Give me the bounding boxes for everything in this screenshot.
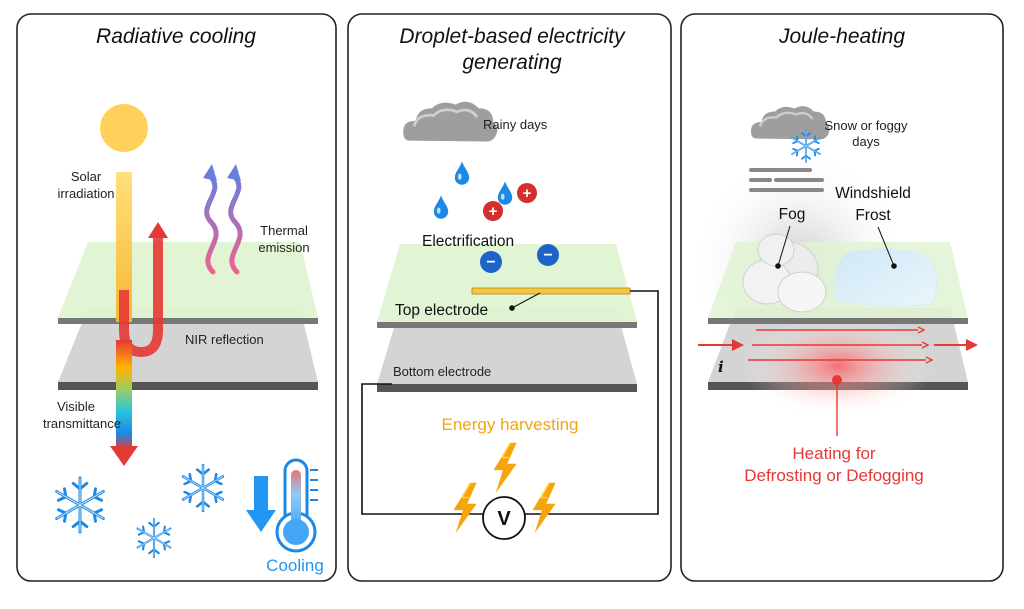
panel-radiative-cooling: Radiative cooling Solar irradiation Ther… (16, 13, 337, 582)
voltmeter-icon: V (482, 496, 526, 540)
pointer-dot (509, 305, 515, 311)
current-lines (748, 326, 934, 364)
thermal-emission-waves (204, 173, 243, 275)
cooling-label: Cooling (266, 556, 324, 575)
panel-droplet-electricity: Droplet-based electricity generating Rai… (347, 13, 672, 582)
heating-label-line2: Defrosting or Defogging (744, 466, 924, 485)
windshield-frost-label-line1: Windshield (835, 185, 911, 202)
svg-text:−: − (543, 247, 552, 264)
frost-patch (834, 248, 937, 307)
thermal-label-line1: Thermal (260, 223, 308, 238)
circuit-wire (525, 290, 659, 515)
negative-charge-icon: − (537, 244, 559, 266)
heat-glow (742, 314, 934, 418)
nir-arrowhead (148, 222, 168, 238)
panel-title: Joule-heating (778, 25, 905, 48)
current-symbol: i (718, 358, 724, 376)
positive-charge-icon: + (517, 183, 537, 203)
current-arrow-icon (934, 339, 978, 351)
positive-charge-icon: + (483, 201, 503, 221)
snow-label-line1: Snow or foggy (824, 118, 908, 133)
fog-label: Fog (779, 206, 806, 223)
solar-label-line1: Solar (71, 169, 102, 184)
top-electrode-strip (471, 287, 631, 295)
pointer-dot (891, 263, 897, 269)
panel-joule-heating: Joule-heating Snow or foggy days Windshi… (680, 13, 1004, 582)
current-arrow-icon (698, 339, 744, 351)
negative-charge-icon: − (480, 251, 502, 273)
frost-pointer (877, 226, 895, 267)
solar-beam (116, 172, 132, 322)
svg-text:+: + (523, 185, 532, 202)
visible-label-line2: transmittance (43, 416, 121, 431)
thermometer-icon (275, 458, 318, 553)
rainy-label: Rainy days (483, 117, 548, 132)
energy-harvesting-label: Energy harvesting (441, 415, 578, 434)
solar-label-line2: irradiation (57, 186, 114, 201)
panel-title-line1: Droplet-based electricity (399, 25, 626, 48)
visible-arrowhead (110, 446, 138, 466)
bottom-electrode-label: Bottom electrode (393, 364, 491, 379)
thermal-arrowhead (203, 164, 217, 181)
heating-label-line1: Heating for (792, 444, 875, 463)
visible-beam (116, 340, 132, 450)
sun-icon (100, 104, 148, 152)
circuit-wire (361, 383, 483, 515)
fog-pointer (777, 225, 791, 267)
fog-lines-icon (749, 168, 824, 192)
visible-label-line1: Visible (57, 399, 95, 414)
pointer-dot (775, 263, 781, 269)
svg-text:+: + (489, 203, 498, 220)
snow-label-line2: days (852, 134, 880, 149)
panel-title: Radiative cooling (96, 25, 256, 48)
down-arrow-icon (246, 476, 276, 532)
thermal-arrowhead (227, 164, 241, 181)
svg-text:−: − (486, 254, 495, 271)
triboelectric-film (377, 244, 637, 328)
thermal-label-line2: emission (258, 240, 309, 255)
windshield-frost-label-line2: Frost (855, 207, 891, 224)
nir-label: NIR reflection (185, 332, 264, 347)
top-electrode-pointer (511, 292, 541, 309)
electrification-label: Electrification (422, 233, 514, 250)
top-electrode-label: Top electrode (395, 302, 488, 319)
nir-reflection-arrow (119, 236, 163, 358)
panel-title-line2: generating (462, 51, 562, 74)
voltmeter-label: V (497, 508, 511, 530)
